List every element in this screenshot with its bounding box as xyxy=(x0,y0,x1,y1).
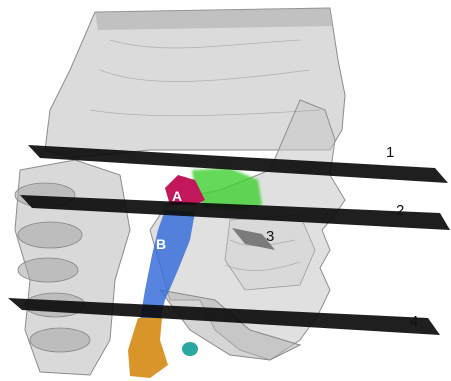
region-label-b: B xyxy=(156,236,166,252)
plane-label-1: 1 xyxy=(386,144,394,161)
plane-label-2: 2 xyxy=(396,202,404,219)
cyan-blob xyxy=(182,342,198,356)
region-label-a: A xyxy=(172,188,182,204)
plane-label-4: 4 xyxy=(410,313,418,330)
plane-label-3: 3 xyxy=(266,228,274,245)
trachea-shape xyxy=(128,318,168,378)
